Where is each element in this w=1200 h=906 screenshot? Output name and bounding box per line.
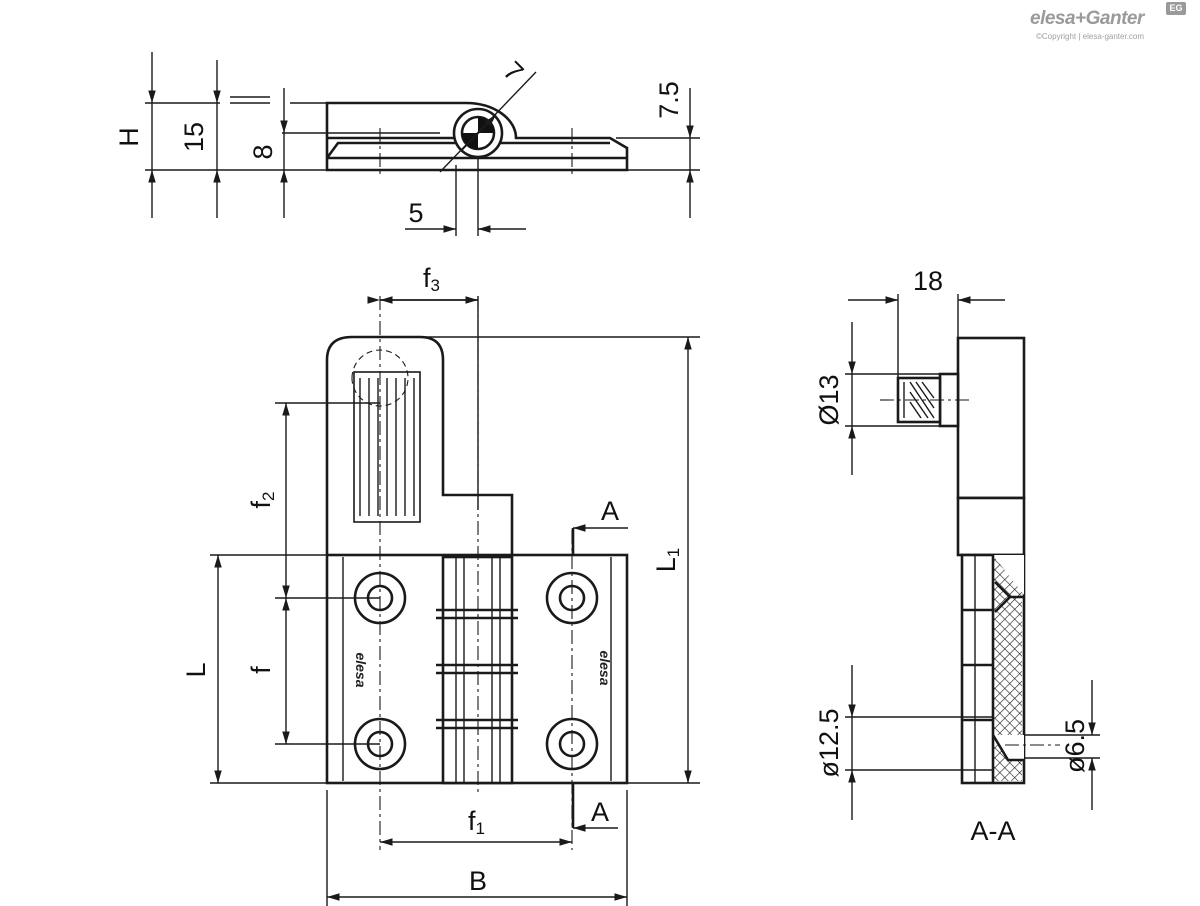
dim-d12-5: ø12.5 — [814, 708, 844, 777]
section-marker-top: A — [601, 496, 619, 526]
leaf-logo-right: elesa — [597, 650, 613, 685]
section-marker-bottom: A — [591, 797, 609, 827]
dim-7: 7 — [497, 56, 529, 88]
section-label-a-a: A-A — [970, 816, 1015, 846]
dim-H: H — [114, 127, 144, 147]
dim-f1: f1 — [468, 806, 485, 838]
side-view: 18 Ø13 ø12.5 ø6.5 A-A — [814, 266, 1100, 846]
leaf-logo-left: elesa — [353, 652, 369, 687]
dim-d13: Ø13 — [814, 374, 844, 425]
dim-18: 18 — [913, 266, 943, 296]
dim-5: 5 — [408, 198, 423, 228]
dim-f2: f2 — [246, 492, 278, 509]
brand-logo-block: elesa+Ganter EG ©Copyright | elesa-gante… — [1030, 2, 1190, 48]
dim-8: 8 — [248, 144, 278, 159]
dim-L1: L1 — [651, 548, 683, 573]
brand-badge: EG — [1166, 2, 1186, 15]
side-upper-plate — [956, 336, 1026, 500]
dim-d6-5: ø6.5 — [1060, 719, 1090, 773]
top-view: H 15 8 7.5 7 5 — [114, 52, 700, 236]
front-view: elesa elesa — [181, 263, 700, 906]
brand-logo: elesa+Ganter — [1030, 8, 1144, 29]
dim-f: f — [246, 666, 276, 674]
copyright-text: ©Copyright | elesa-ganter.com — [1036, 32, 1145, 41]
dim-L: L — [181, 662, 211, 677]
dim-B: B — [469, 866, 487, 896]
dim-f3: f3 — [423, 263, 440, 295]
dim-7-5: 7.5 — [654, 81, 684, 119]
dim-15: 15 — [179, 122, 209, 152]
